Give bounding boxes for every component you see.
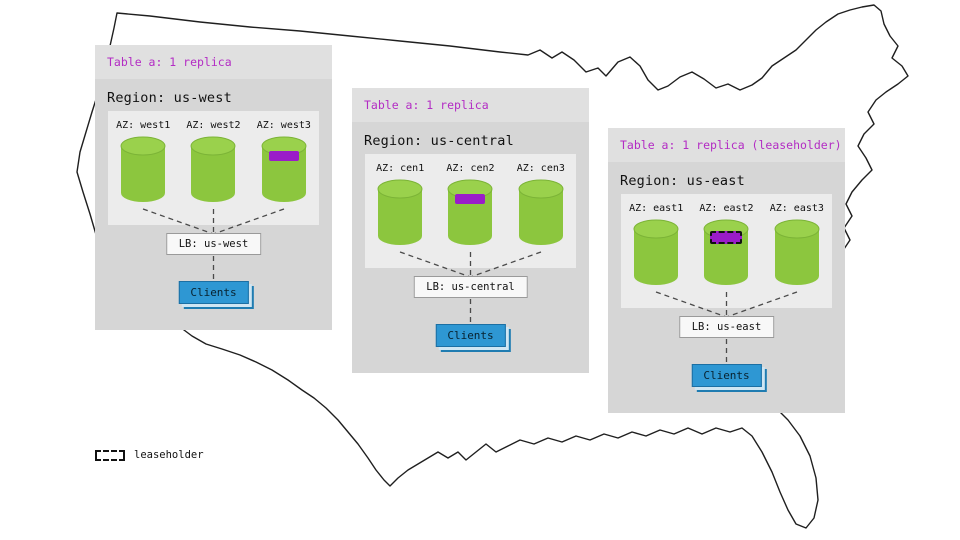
az-container: AZ: west1 AZ: west2	[108, 111, 319, 225]
table-replica-label: Table a: 1 replica	[95, 45, 332, 79]
replica-marker	[268, 151, 299, 161]
az-label: AZ: west2	[186, 120, 241, 131]
database-cylinder-icon	[189, 136, 237, 204]
table-replica-text: Table a: 1 replica	[107, 55, 232, 69]
leaseholder-marker	[710, 231, 743, 244]
database-cylinder-icon	[119, 136, 167, 204]
az-column: AZ: cen3	[506, 163, 576, 268]
az-label: AZ: east2	[699, 203, 754, 214]
az-column: AZ: east3	[762, 203, 832, 308]
table-replica-text: Table a: 1 replica (leaseholder)	[620, 138, 842, 152]
legend: leaseholder	[95, 449, 204, 461]
clients-box: Clients	[178, 281, 249, 304]
az-label: AZ: cen2	[446, 163, 495, 174]
table-replica-text: Table a: 1 replica	[364, 98, 489, 112]
az-column: AZ: cen1	[365, 163, 435, 268]
database-cylinder-icon	[260, 136, 308, 204]
database-cylinder-icon	[632, 219, 680, 287]
leaseholder-swatch-icon	[95, 449, 125, 461]
clients-box: Clients	[435, 324, 506, 347]
az-column: AZ: west3	[249, 120, 319, 225]
database-cylinder-icon	[702, 219, 750, 287]
load-balancer: LB: us-west	[165, 233, 262, 255]
table-replica-label: Table a: 1 replica (leaseholder)	[608, 128, 845, 162]
az-label: AZ: west3	[256, 120, 311, 131]
legend-label: leaseholder	[134, 449, 204, 461]
table-replica-label: Table a: 1 replica	[352, 88, 589, 122]
database-cylinder-icon	[517, 179, 565, 247]
az-label: AZ: cen1	[376, 163, 425, 174]
az-column: AZ: west2	[178, 120, 248, 225]
az-column: AZ: east1	[621, 203, 691, 308]
database-cylinder-icon	[446, 179, 494, 247]
region-panel-us-east: Table a: 1 replica (leaseholder) Region:…	[608, 128, 845, 413]
az-label: AZ: west1	[116, 120, 171, 131]
region-title: Region: us-west	[107, 90, 232, 106]
az-container: AZ: east1 AZ: east2	[621, 194, 832, 308]
az-label: AZ: east1	[629, 203, 684, 214]
region-panel-us-central: Table a: 1 replica Region: us-central AZ…	[352, 88, 589, 373]
database-cylinder-icon	[773, 219, 821, 287]
clients-box: Clients	[691, 364, 762, 387]
az-label: AZ: cen3	[516, 163, 565, 174]
az-container: AZ: cen1 AZ: cen2	[365, 154, 576, 268]
region-title: Region: us-central	[364, 133, 514, 149]
region-title: Region: us-east	[620, 173, 745, 189]
region-panel-us-west: Table a: 1 replica Region: us-west AZ: w…	[95, 45, 332, 330]
az-column: AZ: west1	[108, 120, 178, 225]
az-label: AZ: east3	[769, 203, 824, 214]
database-cylinder-icon	[376, 179, 424, 247]
replica-marker	[455, 194, 486, 204]
az-column: AZ: east2	[691, 203, 761, 308]
load-balancer: LB: us-east	[678, 316, 775, 338]
az-column: AZ: cen2	[435, 163, 505, 268]
load-balancer: LB: us-central	[413, 276, 528, 298]
